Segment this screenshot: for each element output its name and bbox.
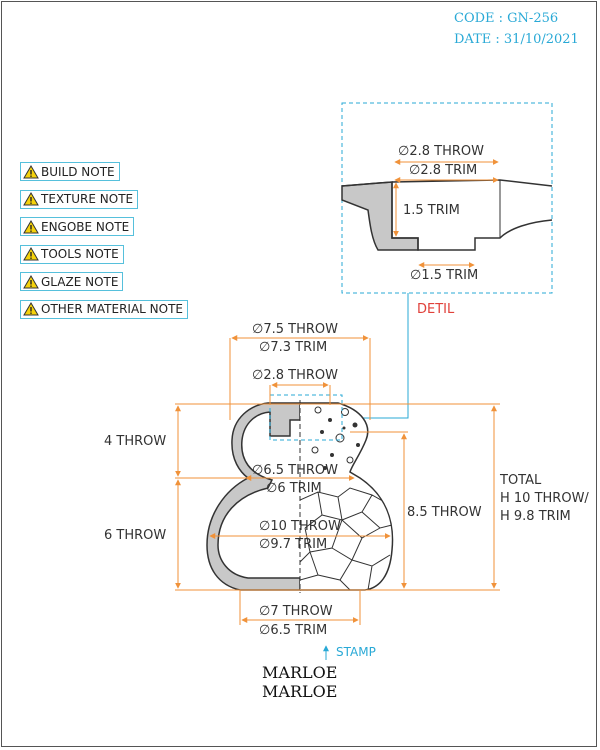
dim-6-5-trim: ∅6.5 TRIM	[259, 623, 327, 638]
stamp-logo-1: MARLOE	[262, 663, 337, 682]
dim-2-8-throw: ∅2.8 THROW	[252, 368, 338, 383]
textured-half	[300, 403, 393, 590]
note-glaze-button[interactable]: GLAZE NOTE	[20, 272, 124, 291]
note-tools-button[interactable]: TOOLS NOTE	[20, 244, 124, 264]
dim-4-throw: 4 THROW	[104, 434, 166, 449]
warning-icon	[23, 192, 39, 206]
dimension-lines	[175, 338, 500, 625]
detail-view: ∅2.8 THROW ∅2.8 TRIM 1.5 TRIM ∅1.5 TRIM …	[340, 102, 553, 419]
note-label: BUILD NOTE	[41, 164, 115, 179]
detail-dim-throw: ∅2.8 THROW	[398, 144, 484, 159]
dim-10-throw: ∅10 THROW	[259, 519, 341, 534]
dimension-arrows	[175, 335, 497, 623]
warning-icon	[23, 274, 39, 288]
warning-icon	[23, 164, 39, 178]
dim-8-5-throw: 8.5 THROW	[407, 505, 482, 520]
warning-icon	[23, 302, 39, 316]
detail-callout-box	[269, 394, 343, 441]
detail-frame	[341, 102, 553, 294]
detail-dim-trim: ∅2.8 TRIM	[409, 163, 477, 178]
note-texture-button[interactable]: TEXTURE NOTE	[20, 189, 139, 209]
stamp-label: STAMP	[336, 645, 376, 659]
warning-icon	[23, 247, 39, 261]
detail-label: DETIL	[417, 302, 455, 317]
detail-rim-line	[391, 179, 553, 187]
detail-leader-line	[340, 293, 409, 419]
note-label: GLAZE NOTE	[41, 274, 119, 289]
detail-bottom: ∅1.5 TRIM	[410, 268, 478, 283]
note-label: TOOLS NOTE	[41, 247, 119, 261]
dim-7-3-trim: ∅7.3 TRIM	[259, 340, 327, 355]
note-build-button[interactable]: BUILD NOTE	[20, 162, 120, 181]
code-label: CODE : GN-256	[454, 11, 559, 26]
dim-total-2: H 10 THROW/	[500, 491, 589, 506]
dim-total-1: TOTAL	[499, 473, 542, 488]
left-wall-section	[206, 402, 301, 591]
title-block: CODE : GN-256 DATE : 31/10/2021	[454, 8, 579, 50]
dim-9-7-trim: ∅9.7 TRIM	[259, 537, 327, 552]
note-label: OTHER MATERIAL NOTE	[41, 302, 183, 316]
note-label: ENGOBE NOTE	[41, 219, 130, 234]
notes-panel: BUILD NOTE TEXTURE NOTE ENGOBE NOTE TOOL…	[20, 162, 188, 327]
note-label: TEXTURE NOTE	[41, 192, 134, 206]
dim-total-3: H 9.8 TRIM	[500, 509, 571, 524]
detail-height: 1.5 TRIM	[403, 203, 460, 218]
date-label: DATE : 31/10/2021	[454, 32, 579, 47]
right-outline	[300, 402, 394, 591]
stamp-logo-2: MARLOE	[262, 682, 337, 701]
detail-profile-line	[341, 181, 553, 251]
note-engobe-button[interactable]: ENGOBE NOTE	[20, 217, 135, 236]
dim-6-trim: ∅6 TRIM	[266, 481, 322, 496]
dim-6-throw: 6 THROW	[104, 528, 166, 543]
warning-icon	[23, 219, 39, 233]
note-other-material-button[interactable]: OTHER MATERIAL NOTE	[20, 299, 188, 319]
dim-7-5-throw: ∅7.5 THROW	[252, 322, 338, 337]
dim-7-throw: ∅7 THROW	[259, 604, 333, 619]
dim-6-5-throw: ∅6.5 THROW	[252, 463, 338, 478]
